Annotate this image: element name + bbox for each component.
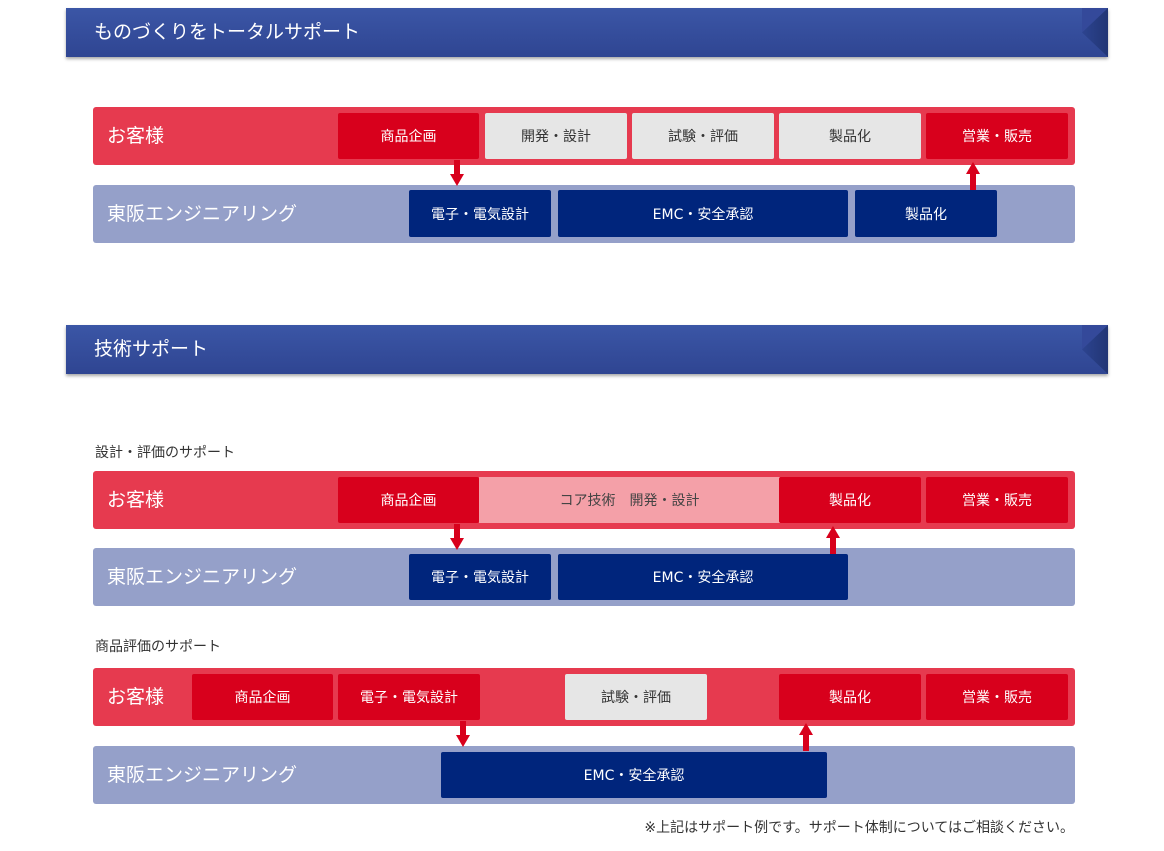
section-title: 技術サポート bbox=[94, 338, 209, 360]
arrow-up-icon bbox=[966, 162, 980, 190]
toho-label: 東阪エンジニアリング bbox=[107, 764, 298, 786]
customer-label: お客様 bbox=[107, 125, 165, 147]
service-box: EMC・安全承認 bbox=[441, 752, 827, 798]
stage-box: 商品企画 bbox=[338, 477, 479, 523]
service-box: 製品化 bbox=[855, 190, 997, 237]
stage-box: 営業・販売 bbox=[926, 113, 1068, 159]
footnote: ※上記はサポート例です。サポート体制についてはご相談ください。 bbox=[644, 820, 1074, 836]
customer-row: お客様 商品企画 開発・設計 試験・評価 製品化 営業・販売 bbox=[93, 107, 1075, 165]
toho-label: 東阪エンジニアリング bbox=[107, 566, 298, 588]
customer-label: お客様 bbox=[107, 489, 165, 511]
stage-box: 商品企画 bbox=[192, 674, 333, 720]
toho-label: 東阪エンジニアリング bbox=[107, 203, 298, 225]
stage-box: 製品化 bbox=[779, 674, 921, 720]
stage-box: 製品化 bbox=[779, 113, 921, 159]
stage-box: 開発・設計 bbox=[485, 113, 627, 159]
diagram-subtitle: 設計・評価のサポート bbox=[95, 445, 235, 461]
arrow-up-icon bbox=[799, 723, 813, 751]
service-box: EMC・安全承認 bbox=[558, 190, 848, 237]
arrow-up-icon bbox=[826, 526, 840, 554]
customer-label: お客様 bbox=[107, 686, 165, 708]
toho-row: 東阪エンジニアリング EMC・安全承認 bbox=[93, 746, 1075, 804]
arrow-down-icon bbox=[450, 160, 464, 188]
arrow-down-icon bbox=[450, 524, 464, 552]
toho-row: 東阪エンジニアリング 電子・電気設計 EMC・安全承認 製品化 bbox=[93, 185, 1075, 243]
service-box: 電子・電気設計 bbox=[409, 554, 551, 600]
stage-box: 試験・評価 bbox=[632, 113, 774, 159]
section-header-tech-support: 技術サポート bbox=[66, 325, 1108, 374]
stage-box: 電子・電気設計 bbox=[338, 674, 480, 720]
service-box: EMC・安全承認 bbox=[558, 554, 848, 600]
stage-box: 試験・評価 bbox=[565, 674, 707, 720]
customer-row: お客様 商品企画 コア技術 開発・設計 製品化 営業・販売 bbox=[93, 471, 1075, 529]
stage-box: 営業・販売 bbox=[926, 674, 1068, 720]
service-box: 電子・電気設計 bbox=[409, 190, 551, 237]
customer-row: お客様 商品企画 電子・電気設計 試験・評価 製品化 営業・販売 bbox=[93, 668, 1075, 726]
toho-row: 東阪エンジニアリング 電子・電気設計 EMC・安全承認 bbox=[93, 548, 1075, 606]
stage-box: 商品企画 bbox=[338, 113, 479, 159]
section-header-total-support: ものづくりをトータルサポート bbox=[66, 8, 1108, 57]
stage-box: 製品化 bbox=[779, 477, 921, 523]
section-title: ものづくりをトータルサポート bbox=[94, 21, 361, 43]
arrow-down-icon bbox=[456, 721, 470, 749]
diagram-subtitle: 商品評価のサポート bbox=[95, 639, 221, 655]
stage-box: 営業・販売 bbox=[926, 477, 1068, 523]
stage-box: コア技術 開発・設計 bbox=[479, 477, 780, 523]
